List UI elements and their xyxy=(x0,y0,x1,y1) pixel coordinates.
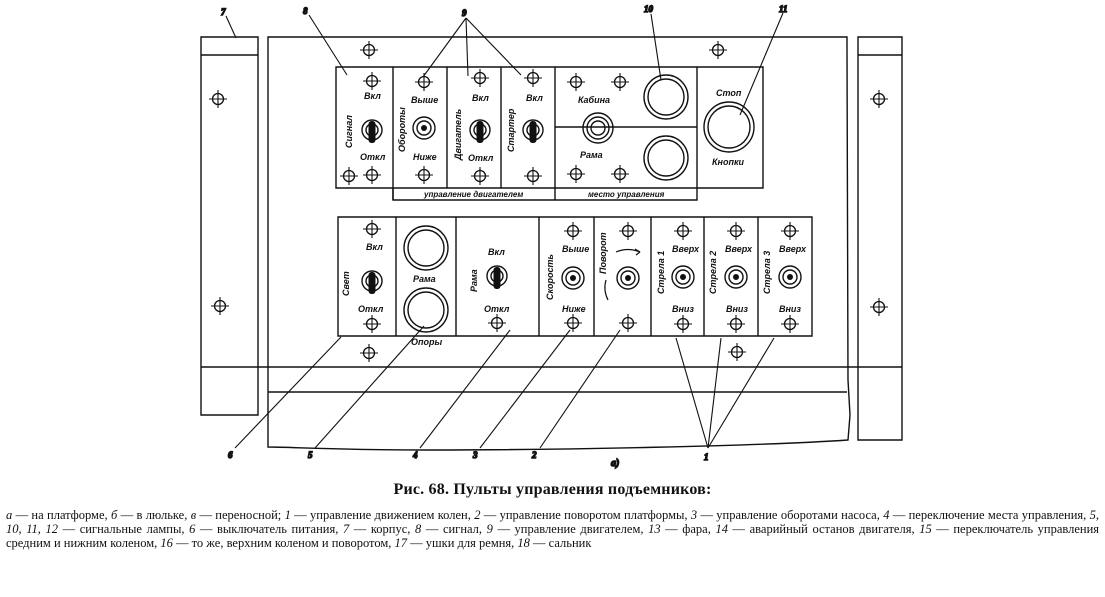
legend-key: а xyxy=(6,508,13,522)
label-light: Свет xyxy=(341,271,351,296)
callout-7: 7 xyxy=(221,7,226,17)
label-boom2-down: Вниз xyxy=(726,304,748,314)
label-light-on: Вкл xyxy=(366,242,383,252)
label-frame-place: Рама xyxy=(580,150,603,160)
legend-key: 5, 10, 11, 12 xyxy=(6,508,1099,537)
label-group-place: место управления xyxy=(588,190,665,199)
legend-key: 17 xyxy=(394,536,408,551)
label-frame-on: Вкл xyxy=(488,247,505,257)
legend-text: — то же, верхним коленом и поворотом, xyxy=(172,536,395,551)
legend-text: — сигнал, xyxy=(421,522,487,537)
label-revs: Обороты xyxy=(397,107,407,152)
label-cabin: Кабина xyxy=(578,95,610,105)
legend-key: 4 xyxy=(883,508,890,522)
legend-text: — переключатель управления средним и ниж… xyxy=(6,522,1100,551)
label-boom2: Стрела 2 xyxy=(708,251,718,294)
label-frame: Рама xyxy=(469,269,479,292)
label-lamp-supports: Опоры xyxy=(411,337,442,347)
label-boom2-up: Вверх xyxy=(725,244,753,254)
label-stop: Стоп xyxy=(716,88,742,98)
label-boom3-down: Вниз xyxy=(779,304,801,314)
legend-key: 13 xyxy=(648,522,661,537)
legend-key: 1 xyxy=(284,508,291,522)
figure-legend: а — на платформе, б — в люльке, в — пере… xyxy=(6,508,1099,551)
legend-key: 18 xyxy=(517,536,530,551)
legend-text: — переключение места управления, xyxy=(889,508,1090,522)
upper-panel xyxy=(335,66,764,201)
callout-9: 9 xyxy=(462,8,467,18)
label-frame-off: Откл xyxy=(484,304,510,314)
label-stop-buttons: Кнопки xyxy=(712,157,745,167)
label-speed: Скорость xyxy=(545,254,555,300)
label-boom1-up: Вверх xyxy=(672,244,700,254)
callout-1: 1 xyxy=(704,452,709,462)
label-boom1-down: Вниз xyxy=(672,304,694,314)
label-light-off: Откл xyxy=(358,304,384,314)
legend-text: — сальник xyxy=(529,536,592,551)
callout-3: 3 xyxy=(472,450,478,460)
label-group-engine: управление двигателем xyxy=(423,190,523,199)
label-engine-off: Откл xyxy=(468,153,494,163)
label-starter-on: Вкл xyxy=(526,93,543,103)
control-panel-drawing: 7 8 9 10 11 6 5 4 3 2 1 а) Вкл Откл Сигн… xyxy=(200,3,903,470)
legend-text: — управление двигателем, xyxy=(492,522,649,537)
label-engine-on: Вкл xyxy=(472,93,489,103)
label-speed-down: Ниже xyxy=(562,304,586,314)
legend-text: — переносной; xyxy=(196,508,285,522)
legend-text: — в люльке, xyxy=(117,508,191,522)
legend-key: 9 xyxy=(486,522,493,537)
label-starter: Стартер xyxy=(506,108,516,152)
legend-key: 15 xyxy=(919,522,932,537)
callout-5: 5 xyxy=(308,450,313,460)
legend-key: 2 xyxy=(474,508,481,522)
legend-text: — аварийный останов двигателя, xyxy=(727,522,920,537)
label-signal-on: Вкл xyxy=(364,91,381,101)
label-boom1: Стрела 1 xyxy=(656,251,666,294)
label-revs-down: Ниже xyxy=(413,152,437,162)
callout-6: 6 xyxy=(228,450,233,460)
callout-8: 8 xyxy=(303,6,308,16)
legend-key: 16 xyxy=(160,536,173,551)
label-boom3: Стрела 3 xyxy=(762,251,772,294)
legend-text: — управление поворотом платформы, xyxy=(480,508,691,522)
callout-4: 4 xyxy=(412,450,418,460)
label-boom3-up: Вверх xyxy=(779,244,807,254)
legend-text: — ушки для ремня, xyxy=(407,536,518,551)
label-revs-up: Выше xyxy=(411,95,438,105)
legend-key: 6 xyxy=(189,522,196,537)
figure-caption: Рис. 68. Пульты управления подъемников: xyxy=(393,481,712,498)
legend-key: 8 xyxy=(415,522,422,537)
legend-text: — корпус, xyxy=(349,522,416,537)
legend-text: — выключатель питания, xyxy=(195,522,343,537)
figure-label-a: а) xyxy=(611,458,619,469)
legend-text: — фара, xyxy=(660,522,716,537)
legend-key: 3 xyxy=(690,508,698,522)
label-lamp-frame: Рама xyxy=(413,274,436,284)
legend-key: б xyxy=(110,508,118,522)
label-signal-off: Откл xyxy=(360,152,386,162)
callout-2: 2 xyxy=(531,450,537,460)
label-signal: Сигнал xyxy=(344,115,354,148)
callout-10: 10 xyxy=(644,4,654,14)
callout-11: 11 xyxy=(779,4,788,14)
lower-panel xyxy=(337,216,813,337)
legend-text: — управление оборотами насоса, xyxy=(697,508,884,522)
label-rotation: Поворот xyxy=(598,232,608,274)
legend-text: — сигнальные лампы, xyxy=(58,522,190,537)
legend-key: 7 xyxy=(342,522,350,537)
legend-key: 14 xyxy=(715,522,728,537)
label-speed-up: Выше xyxy=(562,244,589,254)
legend-text: — на платформе, xyxy=(12,508,111,522)
legend-key: в xyxy=(190,508,197,522)
label-engine: Двигатель xyxy=(453,109,463,161)
legend-text: — управление движением колен, xyxy=(290,508,475,522)
leader-lines xyxy=(225,12,784,449)
